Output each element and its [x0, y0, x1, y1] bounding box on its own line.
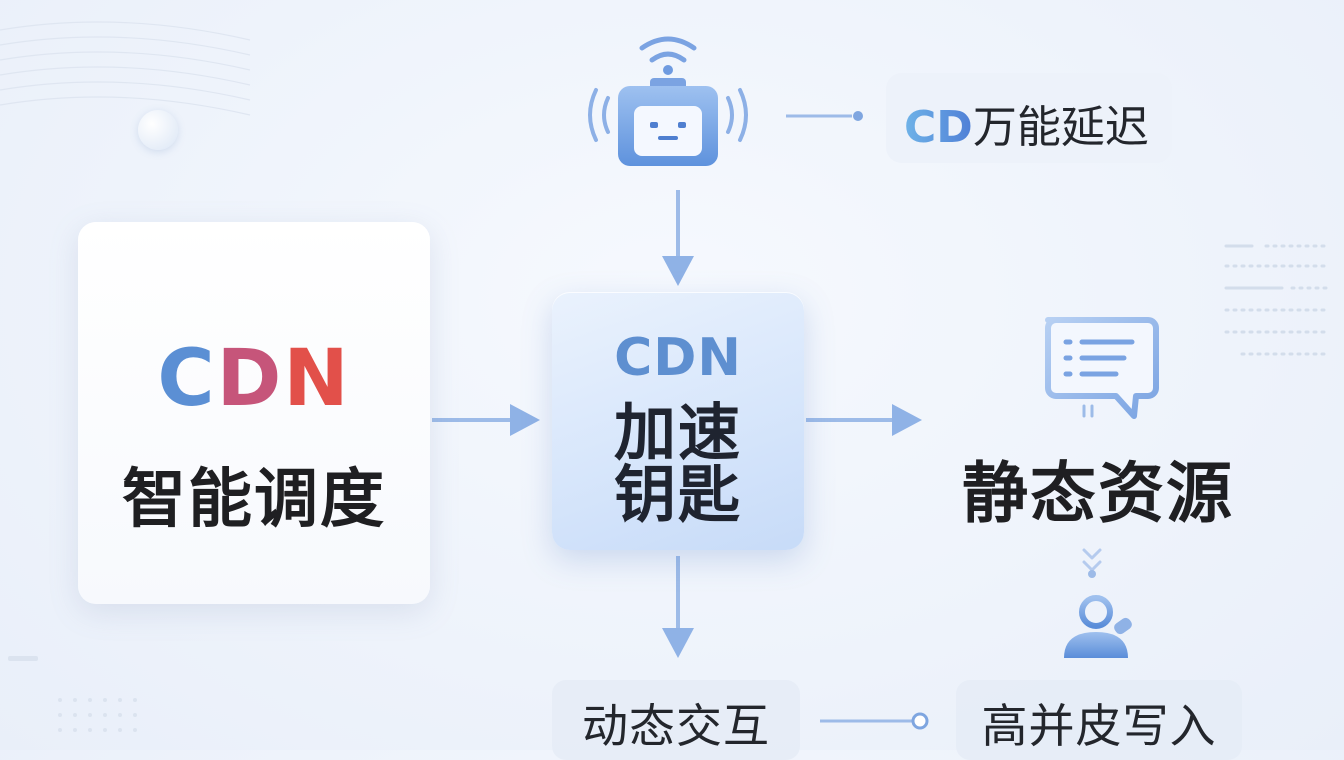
latency-pill: CD万能延迟	[886, 73, 1172, 163]
decorative-arcs	[0, 21, 251, 116]
decorative-bubble	[138, 110, 178, 150]
wifi-camera-robot-icon	[588, 36, 748, 166]
cdn-letter-d: D	[216, 334, 284, 424]
chat-document-icon	[1045, 317, 1159, 419]
arrow-center-to-right	[806, 404, 922, 436]
latency-pill-label: 万能延迟	[972, 102, 1149, 153]
left-card-subtitle: 智能调度	[122, 463, 386, 537]
latency-pill-text: CD万能延迟	[904, 91, 1149, 155]
cdn-acceleration-key-card: CDN 加速 钥匙	[552, 292, 804, 550]
arrow-top-to-center	[662, 190, 694, 286]
user-download-icon	[1064, 548, 1132, 658]
cdn-letter-n: N	[283, 334, 351, 424]
latency-pill-prefix: CD	[904, 102, 973, 153]
high-concurrency-write-pill: 高并皮写入	[956, 680, 1242, 760]
left-card-cdn-title: CDN	[78, 334, 430, 424]
decorative-dots-bottom	[8, 656, 137, 732]
center-card-line2: 钥匙	[613, 458, 742, 531]
arrow-left-to-center	[432, 404, 540, 436]
cdn-letter-c: C	[157, 334, 217, 424]
dynamic-interaction-label: 动态交互	[582, 699, 770, 753]
connector-bottom-pills	[820, 712, 929, 730]
decorative-dot-grid	[1224, 244, 1328, 356]
connector-top-icon-to-pill	[786, 111, 863, 121]
center-card-line1: 加速	[613, 396, 742, 469]
center-card-title: CDN	[614, 328, 742, 388]
static-resources-label: 静态资源	[962, 455, 1234, 532]
dynamic-interaction-pill: 动态交互	[552, 680, 800, 760]
smart-scheduling-card: CDN 智能调度	[78, 222, 430, 604]
high-concurrency-write-label: 高并皮写入	[981, 699, 1217, 753]
arrow-center-to-bottom	[662, 556, 694, 658]
